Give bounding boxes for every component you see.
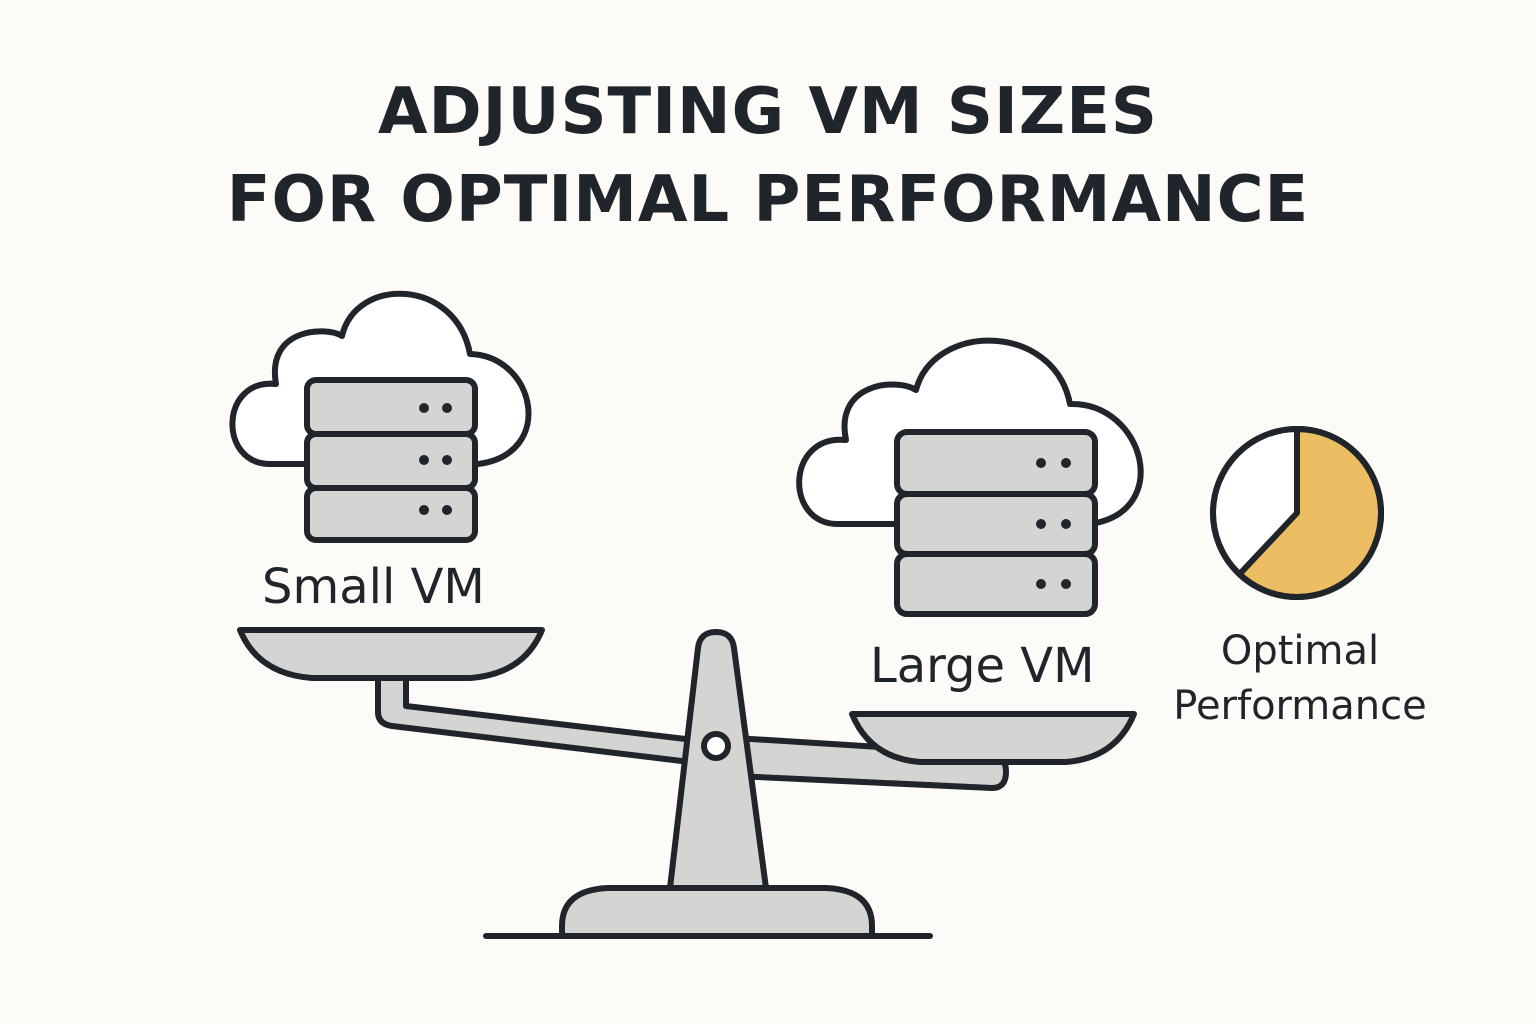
optimal-label: Optimal [1220, 628, 1380, 674]
small-vm-cloud-server-icon [229, 290, 532, 543]
pie-chart-icon [1210, 426, 1384, 600]
pie-outline [1210, 426, 1384, 600]
balance-scale-icon [237, 627, 1137, 939]
server-rack-icon [894, 429, 1098, 617]
title-line-1: ADJUSTING VM SIZES [378, 75, 1158, 149]
small-vm-label: Small VM [262, 559, 485, 615]
balance-base [559, 885, 875, 939]
performance-label: Performance [1173, 683, 1427, 729]
balance-arm-left [375, 671, 697, 765]
large-vm-label: Large VM [870, 638, 1095, 694]
balance-pan-left [237, 627, 545, 681]
balance-pan-right [849, 711, 1137, 765]
balance-pivot [701, 731, 731, 761]
server-rack-icon [304, 377, 478, 543]
large-vm-cloud-server-icon [796, 337, 1144, 617]
title-line-2: FOR OPTIMAL PERFORMANCE [226, 163, 1310, 237]
